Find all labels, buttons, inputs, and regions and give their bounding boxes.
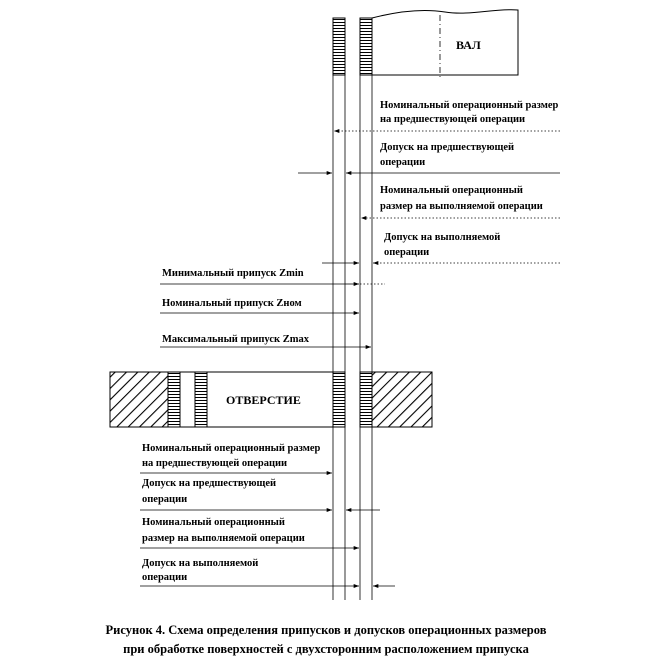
shaft-nominal-cur-line1: Номинальный операционный (380, 185, 523, 196)
hole-annotations: Номинальный операционный размер на предш… (140, 443, 395, 588)
caption-line2: при обработке поверхностей с двухсторонн… (123, 642, 529, 656)
hole-nominal-cur-line2: размер на выполняемой операции (142, 533, 305, 544)
shaft-annotations: Номинальный операционный размер на предш… (298, 100, 560, 265)
allowance-nom-label: Номинальный припуск Zном (162, 298, 302, 309)
hole-tol-cur-line2: операции (142, 572, 187, 583)
shaft-outline (371, 9, 519, 76)
hole-wall-right-hatch (371, 371, 433, 428)
hole-strip-right-b (359, 371, 373, 428)
shaft-section: ВАЛ (332, 9, 519, 80)
hole-tol-prev-line1: Допуск на предшествующей (142, 478, 276, 489)
hole-tol-prev-line2: операции (142, 494, 187, 505)
hole-nominal-prev-line2: на предшествующей операции (142, 458, 287, 469)
hole-strip-left-a (167, 371, 181, 428)
figure-caption: Рисунок 4. Схема определения припусков и… (106, 623, 547, 656)
hole-wall-left-hatch (109, 371, 169, 428)
hole-tol-cur-line1: Допуск на выполняемой (142, 558, 258, 569)
hole-nominal-cur-line1: Номинальный операционный (142, 517, 285, 528)
allowance-min-label: Минимальный припуск Zmin (162, 268, 304, 279)
hole-section: ОТВЕРСТИЕ (109, 371, 433, 428)
shaft-nominal-cur-line2: размер на выполняемой операции (380, 201, 543, 212)
shaft-nominal-prev-line2: на предшествующей операции (380, 114, 525, 125)
shaft-tol-prev-line2: операции (380, 157, 425, 168)
shaft-nominal-prev-line1: Номинальный операционный размер (380, 100, 559, 111)
reference-lines (332, 75, 373, 600)
shaft-strip-inner (359, 17, 373, 76)
shaft-strip-outer (332, 17, 346, 76)
shaft-tol-prev-line1: Допуск на предшествующей (380, 142, 514, 153)
hole-strip-right-a (332, 371, 346, 428)
allowance-max-label: Максимальный припуск Zmax (162, 334, 310, 345)
hole-strip-left-b (194, 371, 208, 428)
hole-label: ОТВЕРСТИЕ (226, 393, 301, 407)
shaft-tol-cur-line1: Допуск на выполняемой (384, 232, 500, 243)
allowance-annotations: Минимальный припуск Zmin Номинальный при… (160, 268, 385, 349)
hole-nominal-prev-line1: Номинальный операционный размер (142, 443, 321, 454)
shaft-tol-cur-line2: операции (384, 247, 429, 258)
shaft-label: ВАЛ (456, 38, 481, 52)
caption-line1: Рисунок 4. Схема определения припусков и… (106, 623, 547, 637)
